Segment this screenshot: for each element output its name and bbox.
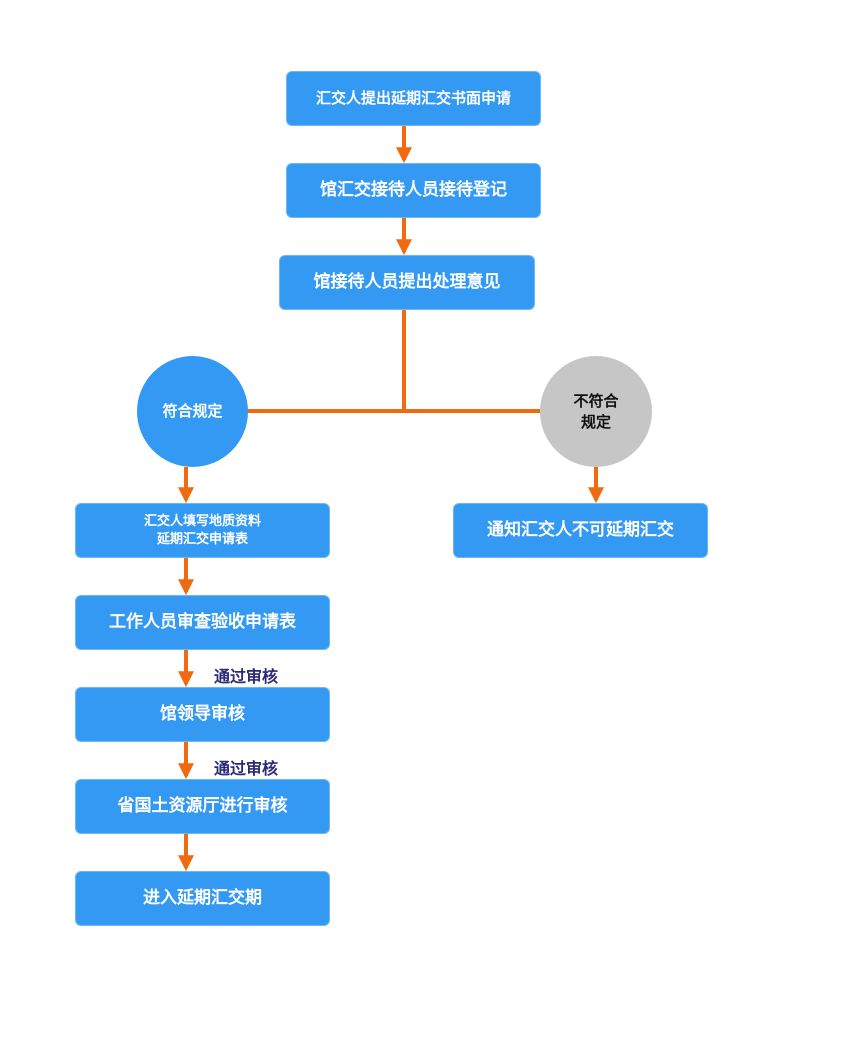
step-notify-reject-label: 通知汇交人不可延期汇交 xyxy=(487,520,674,541)
step-enter-delay-period-label: 进入延期汇交期 xyxy=(143,888,262,909)
decision-not-comply-label-2: 规定 xyxy=(580,412,611,431)
step-fill-form-text: 汇交人填写地质资料 延期汇交申请表 xyxy=(144,513,261,548)
step-processing-opinion-label: 馆接待人员提出处理意见 xyxy=(313,272,501,293)
step-submit-application: 汇交人提出延期汇交书面申请 xyxy=(286,71,541,126)
step-province-review-label: 省国土资源厅进行审核 xyxy=(117,796,288,817)
edge-label-pass-1: 通过审核 xyxy=(214,667,279,686)
step-enter-delay-period: 进入延期汇交期 xyxy=(75,871,330,926)
step-processing-opinion: 馆接待人员提出处理意见 xyxy=(279,255,535,310)
step-staff-review: 工作人员审查验收申请表 xyxy=(75,595,330,650)
step-fill-form-label-2: 延期汇交申请表 xyxy=(156,531,248,547)
step-staff-review-label: 工作人员审查验收申请表 xyxy=(109,612,296,633)
decision-not-comply: 不符合 规定 xyxy=(540,356,652,467)
edge-label-pass-2: 通过审核 xyxy=(214,759,279,778)
step-submit-application-label: 汇交人提出延期汇交书面申请 xyxy=(315,89,511,108)
decision-comply-label: 符合规定 xyxy=(162,402,223,421)
step-reception-register-label: 馆汇交接待人员接待登记 xyxy=(320,180,507,201)
step-reception-register: 馆汇交接待人员接待登记 xyxy=(286,163,541,218)
step-leader-review-label: 馆领导审核 xyxy=(160,704,245,725)
step-fill-form: 汇交人填写地质资料 延期汇交申请表 xyxy=(75,503,330,558)
step-province-review: 省国土资源厅进行审核 xyxy=(75,779,330,834)
decision-not-comply-label-1: 不符合 xyxy=(573,392,619,411)
step-fill-form-label-1: 汇交人填写地质资料 xyxy=(143,513,261,529)
step-leader-review: 馆领导审核 xyxy=(75,687,330,742)
step-notify-reject: 通知汇交人不可延期汇交 xyxy=(453,503,708,558)
decision-comply: 符合规定 xyxy=(137,356,248,467)
